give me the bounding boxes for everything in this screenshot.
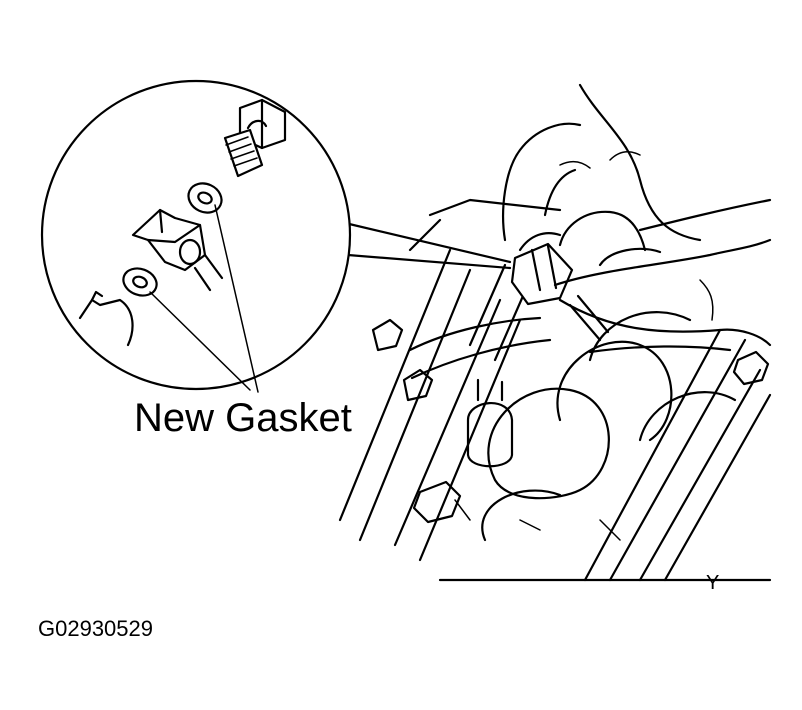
union-fitting-icon — [131, 208, 224, 292]
gasket-washer-icon — [122, 267, 158, 297]
fuel-tube-stub-icon — [78, 290, 134, 347]
new-gasket-label: New Gasket — [134, 396, 352, 440]
union-bolt-icon — [223, 98, 287, 178]
corner-mark: Y — [706, 572, 720, 594]
hand-icon — [502, 83, 772, 267]
callout-pointer — [343, 221, 512, 270]
fuel-tube-icon — [408, 242, 574, 380]
magnifier-inset-icon — [40, 79, 352, 393]
figure-id: G02930529 — [38, 616, 153, 641]
pliers-icon — [553, 238, 772, 354]
engine-head-icon — [338, 198, 772, 582]
gasket-washer-icon — [187, 182, 223, 214]
